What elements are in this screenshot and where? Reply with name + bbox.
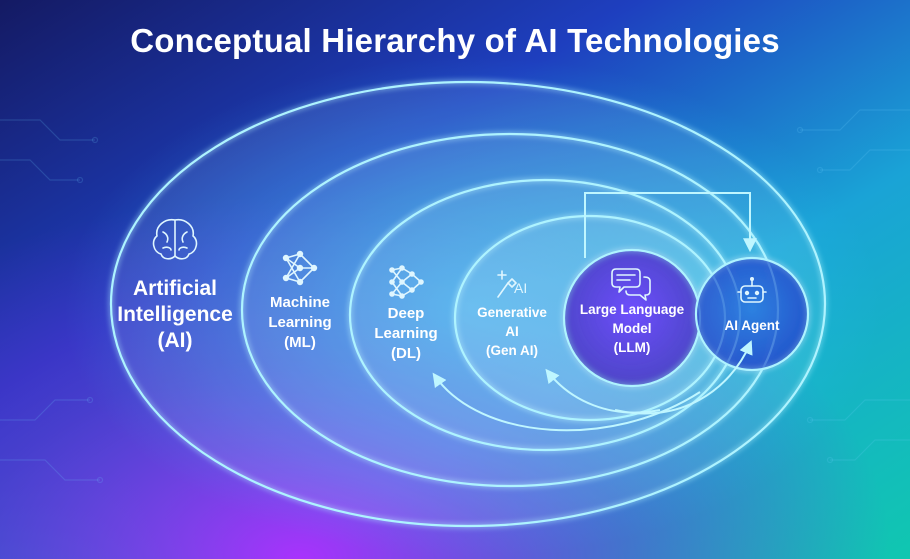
node-dl: Deep Learning (DL) (374, 265, 438, 362)
deep-network-icon (389, 265, 424, 299)
llm-label-line1: Large Language (580, 302, 685, 317)
ml-label-line3: (ML) (284, 334, 316, 351)
llm-label-line3: (LLM) (614, 340, 651, 355)
llm-label-line2: Model (613, 321, 652, 336)
llm-circle (562, 248, 702, 388)
node-ml: Machine Learning (ML) (268, 250, 332, 351)
ai-label-line1: Artificial (133, 277, 217, 300)
llm-to-agent-arrow (584, 192, 757, 258)
agent-arrow (614, 340, 753, 415)
genai-label-line2: AI (505, 324, 519, 339)
page-title: Conceptual Hierarchy of AI Technologies (130, 22, 780, 59)
genai-label-line1: Generative (477, 305, 547, 320)
neural-network-icon (282, 250, 318, 286)
ml-label-line2: Learning (268, 314, 331, 331)
genai-label-line3: (Gen AI) (486, 343, 538, 358)
ai-label-line2: Intelligence (117, 303, 233, 326)
generative-ai-icon-text: AI (514, 280, 527, 296)
node-llm: Large Language Model (LLM) (580, 268, 685, 355)
generative-ai-icon: AI (497, 270, 527, 298)
node-genai: AI Generative AI (Gen AI) (477, 270, 547, 358)
robot-icon (737, 277, 767, 303)
dl-arrow (432, 372, 701, 432)
ml-label-line1: Machine (270, 294, 330, 311)
dl-label-line1: Deep (388, 305, 425, 322)
circuit-decoration (0, 109, 910, 484)
ai-label-line3: (AI) (158, 329, 193, 352)
brain-icon (152, 218, 198, 260)
genai-arrow (545, 368, 661, 414)
dl-label-line3: (DL) (391, 345, 421, 362)
agent-label: AI Agent (725, 318, 780, 333)
node-ai: Artificial Intelligence (AI) (117, 218, 233, 352)
node-agent: AI Agent (725, 277, 780, 333)
arrows (432, 192, 757, 432)
dl-label-line2: Learning (374, 325, 437, 342)
agent-circle (694, 256, 810, 372)
chat-bubbles-icon (611, 268, 651, 301)
